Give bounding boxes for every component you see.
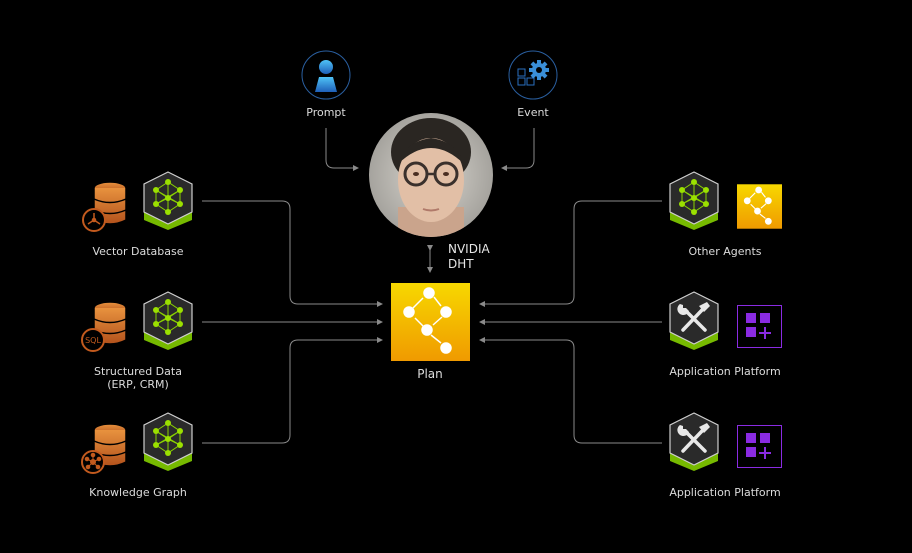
sql-badge: SQL <box>85 336 101 345</box>
structured-data-label: Structured Data (ERP, CRM) <box>78 365 198 391</box>
connector-event <box>501 128 535 171</box>
tools-icon <box>669 291 719 350</box>
avatar <box>369 113 493 237</box>
prompt-node <box>301 50 351 100</box>
application-platform-label-1: Application Platform <box>669 365 781 378</box>
workflow-icon <box>403 287 452 354</box>
structured-data-label-line1: Structured Data <box>94 365 182 378</box>
vector-database-label: Vector Database <box>92 245 184 258</box>
knowledge-graph-icon <box>81 423 127 474</box>
apps-add-icon <box>737 425 782 468</box>
neural-network-icon <box>143 412 193 471</box>
structured-data-label-line2: (ERP, CRM) <box>107 378 169 391</box>
neural-network-icon <box>669 171 719 230</box>
plan-label: Plan <box>417 367 443 381</box>
knowledge-graph-label: Knowledge Graph <box>89 486 187 499</box>
avatar-label-line2: DHT <box>448 257 474 271</box>
connector-knowledge-graph <box>202 337 383 444</box>
workflow-icon <box>737 184 782 229</box>
structured-data-icon: SQL <box>81 301 127 352</box>
application-platform-label-2: Application Platform <box>669 486 781 499</box>
vector-database-icon <box>82 181 127 232</box>
avatar-label: NVIDIA DHT <box>448 242 490 272</box>
connector-vector-db <box>202 200 383 307</box>
neural-network-icon <box>143 291 193 350</box>
event-node <box>508 50 558 100</box>
neural-network-icon <box>143 171 193 230</box>
tools-icon <box>669 412 719 471</box>
event-label: Event <box>517 106 549 119</box>
apps-gear-icon <box>517 60 549 86</box>
person-icon <box>315 60 337 92</box>
apps-add-icon <box>737 305 782 348</box>
connector-other-agents <box>479 200 662 307</box>
prompt-label: Prompt <box>306 106 346 119</box>
connector-app-platform-2 <box>479 337 662 444</box>
connector-prompt <box>325 128 359 171</box>
plan-node <box>391 283 470 361</box>
avatar-label-line1: NVIDIA <box>448 242 490 256</box>
other-agents-label: Other Agents <box>688 245 762 258</box>
